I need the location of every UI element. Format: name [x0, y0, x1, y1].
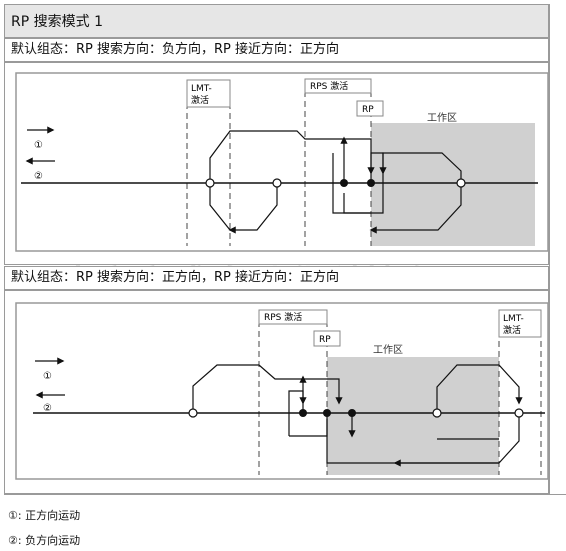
path-right	[369, 152, 462, 234]
rps-point	[340, 179, 348, 187]
section1-heading-text: 默认组态：RP 搜索方向：负方向，RP 接近方向：正方向	[11, 42, 340, 57]
rp-point-2b	[348, 409, 356, 417]
section2-diagram: 工作区 RPS 激活 RP LMT- 激活 ① ②	[15, 302, 549, 480]
table-right-border	[549, 4, 550, 494]
rps-point-2	[299, 409, 307, 417]
section1-diagram: 工作区 LMT- 激活 RPS 激活 RP ① ②	[15, 72, 549, 252]
lmt-label-2-line2: 激活	[503, 324, 521, 336]
path2-upper	[192, 364, 343, 413]
work-zone-label: 工作区	[427, 112, 457, 124]
path-left-up	[209, 183, 231, 231]
lmt-label-box	[186, 79, 231, 108]
work-zone-area	[371, 123, 535, 246]
section1-diagram-panel: 工作区 LMT- 激活 RPS 激活 RP ① ②	[4, 62, 549, 265]
rps-label-2: RPS 激活	[264, 311, 302, 323]
bottom-row-line	[4, 494, 566, 495]
legend-item-1: ①: 正方向运动	[8, 509, 81, 522]
work-zone-area-2	[327, 357, 499, 475]
rps-label-box-2	[258, 309, 328, 325]
path2-right-upper	[436, 364, 523, 413]
lmt-label-2-line1: LMT-	[503, 314, 524, 324]
arrow2-label-2: ②	[43, 403, 52, 414]
rps-label-box	[304, 78, 372, 94]
rps-label: RPS 激活	[310, 80, 348, 92]
section2-heading: 默认组态：RP 搜索方向：正方向，RP 接近方向：正方向	[4, 266, 549, 290]
work-point-2	[432, 408, 442, 418]
rp-point	[367, 179, 375, 187]
path2-loop2	[289, 413, 328, 437]
lmt-label-line2: 激活	[191, 94, 209, 106]
start-point-2	[188, 408, 198, 418]
section1-heading: 默认组态：RP 搜索方向：负方向，RP 接近方向：正方向	[4, 38, 549, 62]
path-upper	[209, 130, 375, 183]
arrow1-label: ①	[34, 140, 43, 151]
end-point	[456, 178, 466, 188]
start-point	[272, 178, 282, 188]
lmt-label-line1: LMT-	[191, 84, 212, 94]
page-title: RP 搜索模式 1	[4, 4, 549, 38]
work-zone-label-2: 工作区	[373, 344, 403, 356]
rp-label-2: RP	[319, 335, 331, 345]
section2-diagram-panel: 工作区 RPS 激活 RP LMT- 激活 ① ②	[4, 290, 549, 494]
section2-heading-text: 默认组态：RP 搜索方向：正方向，RP 接近方向：正方向	[11, 270, 340, 285]
lmt-label-box-2	[498, 309, 542, 338]
rp-label-box-2	[313, 330, 341, 347]
lmt-point-2	[514, 408, 524, 418]
rp-label: RP	[362, 105, 374, 115]
rp-point-2	[323, 409, 331, 417]
rp-label-box	[356, 100, 384, 117]
arrow2-label: ②	[34, 171, 43, 182]
path-start-down	[228, 183, 278, 234]
arrow1-label-2: ①	[43, 371, 52, 382]
rps-loop-3	[343, 183, 384, 214]
lmt-point	[205, 178, 215, 188]
legend-item-2: ②: 负方向运动	[8, 534, 81, 547]
title-text: RP 搜索模式 1	[11, 14, 103, 30]
